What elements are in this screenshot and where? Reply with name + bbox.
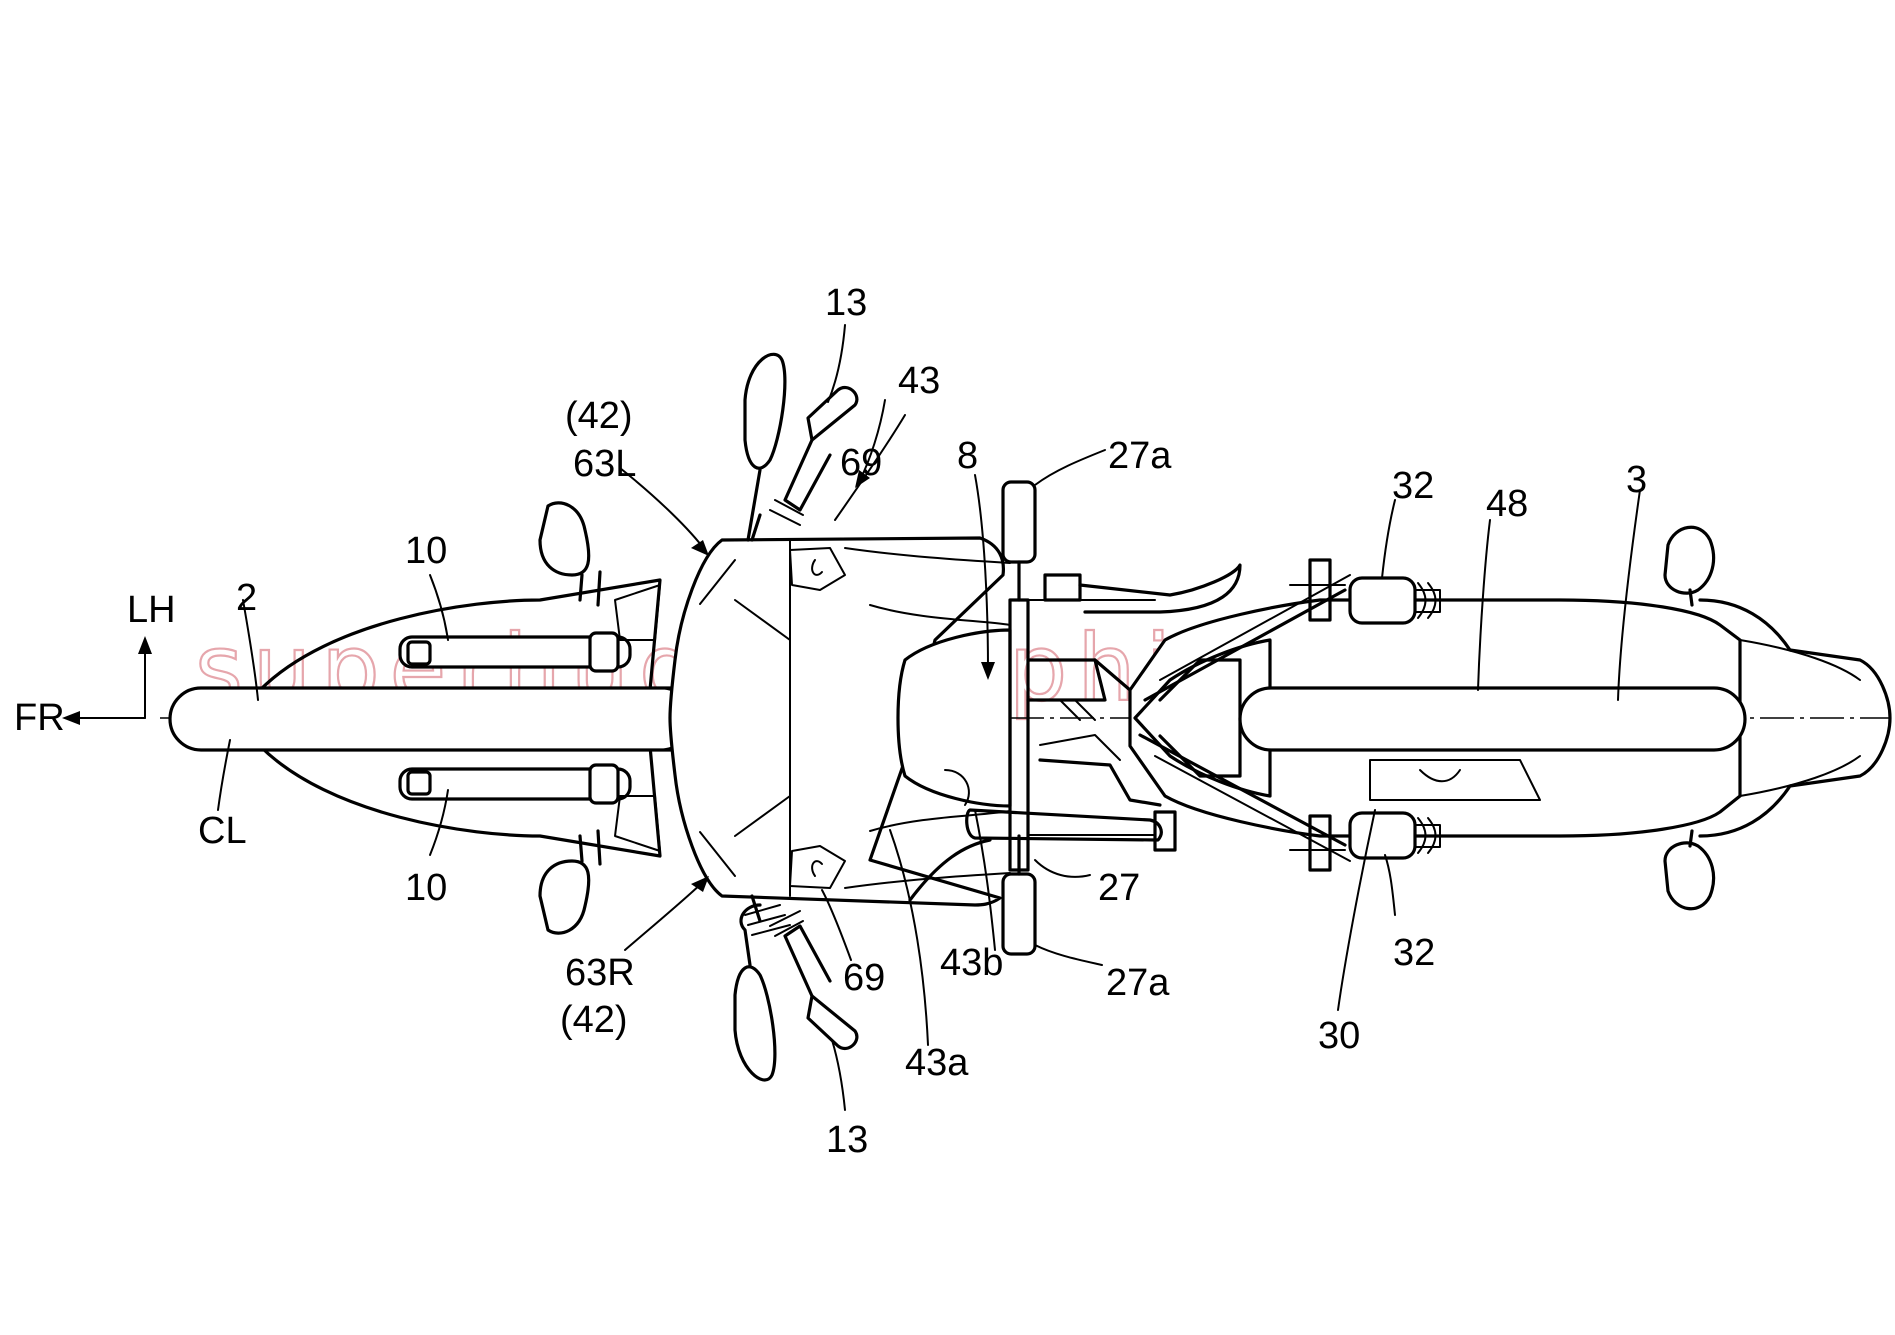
label-43: 43 [898,360,940,402]
label-fr: FR [14,697,65,739]
label-2: 2 [236,577,257,619]
label-63L: 63L [573,443,636,485]
label-43a: 43a [905,1042,969,1084]
label-cl: CL [198,810,247,852]
labels: LH FR CL 13 43 (42) 63L 69 8 27a 32 48 3… [14,282,1647,1161]
label-42-lower: (42) [560,999,628,1041]
direction-indicator [62,636,152,725]
label-27a-lower: 27a [1106,962,1170,1004]
label-10-lower: 10 [405,867,447,909]
label-32-upper: 32 [1392,465,1434,507]
label-63R: 63R [565,952,635,994]
label-13-upper: 13 [825,282,867,324]
label-30: 30 [1318,1015,1360,1057]
label-42-upper: (42) [565,395,633,437]
label-32-lower: 32 [1393,932,1435,974]
handlebars [733,352,859,1082]
label-13-lower: 13 [826,1119,868,1161]
label-48: 48 [1486,483,1528,525]
cowl-and-tank [668,536,1012,907]
front-section [168,501,707,935]
label-3: 3 [1626,459,1647,501]
footpeg-section [908,480,1242,956]
label-69-lower: 69 [843,957,885,999]
label-43b: 43b [940,942,1003,984]
leader-lines [217,324,1641,1111]
label-8: 8 [957,435,978,477]
label-27: 27 [1098,867,1140,909]
label-10-upper: 10 [405,530,447,572]
label-69-upper: 69 [840,442,882,484]
label-lh: LH [127,589,176,631]
seat-and-rear [1128,525,1892,911]
label-27a-upper: 27a [1108,435,1172,477]
